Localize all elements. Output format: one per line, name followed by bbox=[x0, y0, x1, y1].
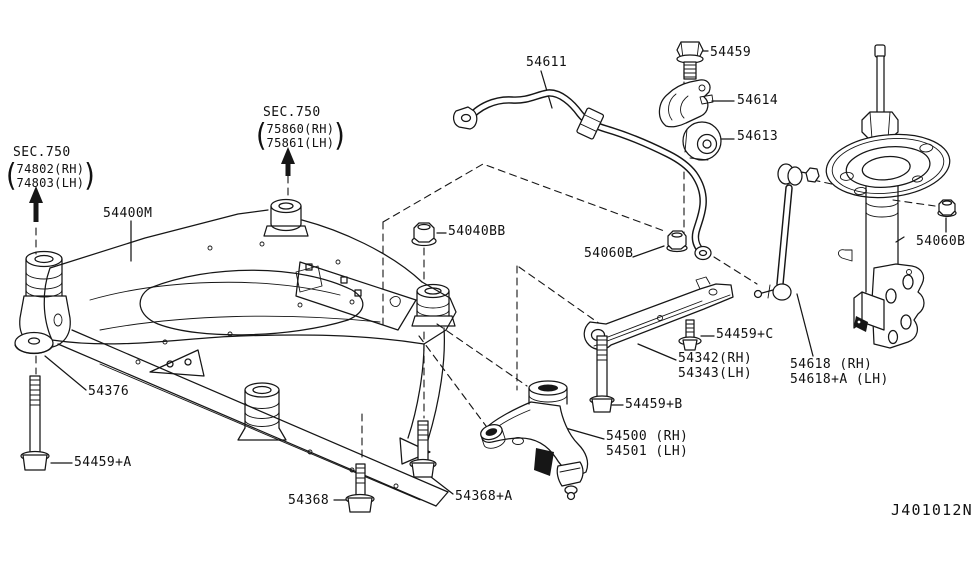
part-label-54060B-center: 54060B bbox=[584, 246, 634, 261]
part-label-54459: 54459 bbox=[710, 45, 752, 60]
stabilizer-link-drawing bbox=[753, 163, 820, 301]
part-label-54500: 54500 (RH) 54501 (LH) bbox=[606, 429, 689, 459]
part-label-54613: 54613 bbox=[737, 129, 779, 144]
part-label-54376: 54376 bbox=[88, 384, 130, 399]
part-label-diagram-code: J401012N bbox=[891, 501, 973, 519]
part-label-54368: 54368 bbox=[288, 493, 330, 508]
sec-callout-title: SEC.750 bbox=[263, 105, 321, 120]
part-label-54060B-right: 54060B bbox=[916, 234, 966, 249]
stabilizer-bar-drawing bbox=[452, 89, 712, 261]
washer-54376-drawing bbox=[14, 331, 54, 355]
part-label-54368A: 54368+A bbox=[455, 489, 513, 504]
sec-ref-line: 74802(RH) bbox=[16, 161, 85, 176]
bolt-54368a-drawing bbox=[409, 420, 437, 478]
nut-54060b-center-drawing bbox=[666, 230, 688, 253]
paren-open: ( bbox=[256, 117, 267, 154]
sec-arrow-top bbox=[281, 147, 295, 176]
part-label-54611: 54611 bbox=[526, 55, 568, 70]
control-arm-drawing bbox=[480, 380, 589, 501]
nut-54040bb-drawing bbox=[411, 222, 437, 247]
paren-close: ) bbox=[84, 157, 95, 194]
sec-ref-line: 74803(LH) bbox=[16, 175, 85, 190]
part-label-54459C: 54459+C bbox=[716, 327, 774, 342]
part-label-54400M: 54400M bbox=[103, 206, 153, 221]
sec-callout-74802: SEC.750 ( 74802(RH) 74803(LH) ) bbox=[6, 145, 95, 194]
sec-callout-75860: SEC.750 ( 75860(RH) 75861(LH) ) bbox=[256, 105, 345, 154]
part-label-54459B: 54459+B bbox=[625, 397, 683, 412]
part-label-54459A: 54459+A bbox=[74, 455, 132, 470]
assembly-dashed-lines bbox=[35, 69, 936, 463]
sec-ref-line: 75861(LH) bbox=[266, 135, 335, 150]
part-label-54614: 54614 bbox=[737, 93, 779, 108]
paren-close: ) bbox=[334, 117, 345, 154]
sec-ref-line: 75860(RH) bbox=[266, 121, 335, 136]
paren-open: ( bbox=[6, 157, 17, 194]
stabilizer-bracket-54614-drawing bbox=[658, 79, 714, 128]
sec-callout-title: SEC.750 bbox=[13, 145, 71, 160]
bolt-54459c-drawing bbox=[678, 319, 702, 351]
bolt-54368-drawing bbox=[345, 463, 375, 513]
bolt-54459b-drawing bbox=[589, 335, 615, 413]
part-label-54618: 54618 (RH) 54618+A (LH) bbox=[790, 357, 889, 387]
stabilizer-bushing-54613-drawing bbox=[682, 121, 722, 161]
gusset-bracket-54342-drawing bbox=[583, 276, 734, 351]
strut-assembly-drawing bbox=[825, 44, 951, 349]
bolt-54459-drawing bbox=[676, 41, 704, 80]
part-label-54040BB: 54040BB bbox=[448, 224, 506, 239]
part-label-54342: 54342(RH) 54343(LH) bbox=[678, 351, 753, 381]
bolt-54459a-drawing bbox=[20, 375, 50, 471]
nut-54060b-right-drawing bbox=[937, 199, 957, 218]
subframe-crossmember-drawing bbox=[19, 198, 457, 507]
sec-arrow-left bbox=[29, 186, 43, 222]
